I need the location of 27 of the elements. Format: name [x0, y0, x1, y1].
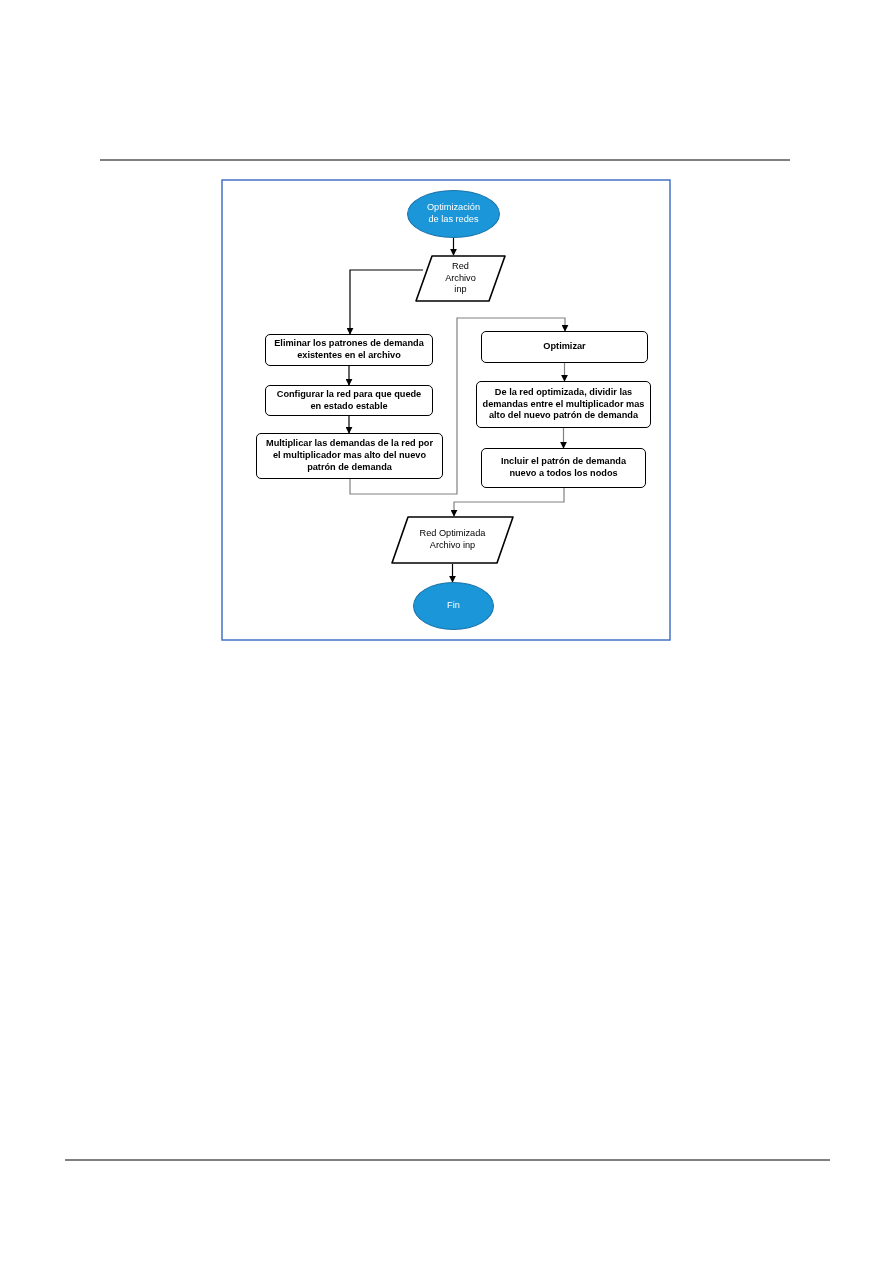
node-text: Multiplicar las demandas de la red por el multiplicador mas alto del nuevo patrón de demanda: [265, 438, 434, 474]
process-box: [476, 381, 651, 428]
arrow: [345, 365, 353, 386]
node-text: Red Optimizada Archivo inp: [418, 528, 487, 552]
arrow: [561, 362, 568, 382]
node-text: Incluir el patrón de demanda nuevo a todos los nodos: [499, 456, 628, 480]
arrow: [450, 237, 457, 256]
process-box: [265, 334, 433, 366]
data-parallelogram: [415, 255, 506, 302]
node-text: Optimizar: [543, 341, 586, 353]
arrow: [449, 563, 456, 583]
node-text: Fin: [446, 600, 461, 612]
arrow: [560, 427, 567, 449]
data-parallelogram: [391, 516, 514, 564]
process-box: [256, 433, 443, 479]
process-box: [481, 448, 646, 488]
node-text: De la red optimizada, dividir las demandas entre el multiplicador mas alto del nuevo patrón de demanda: [482, 386, 645, 423]
node-text: Red Archivo inp: [444, 260, 477, 297]
process-box: [265, 385, 433, 416]
process-box: [481, 331, 648, 363]
node-text: Configurar la red para que quede en estado estable: [275, 388, 423, 413]
node-text: Eliminar los patrones de demanda existentes en el archivo: [273, 338, 425, 362]
arrow: [450, 487, 565, 517]
arrow: [346, 269, 424, 335]
node-text: Optimización de las redes: [425, 202, 482, 226]
arrow: [345, 415, 353, 434]
arrow: [349, 317, 569, 495]
